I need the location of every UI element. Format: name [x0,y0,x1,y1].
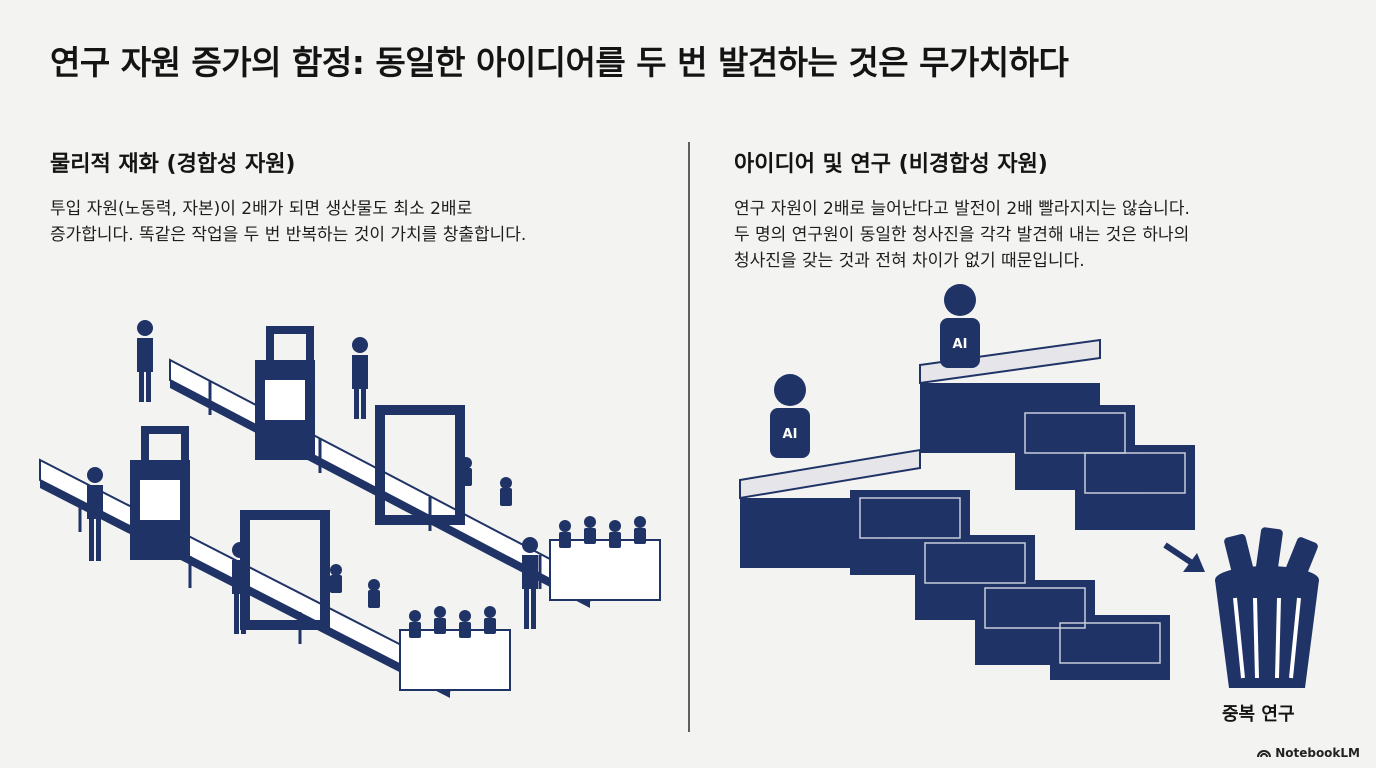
duplicate-research-label: 중복 연구 [1222,704,1295,725]
left-description: 투입 자원(노동력, 자본)이 2배가 되면 생산물도 최소 2배로 증가합니다… [50,196,670,248]
trash-bin-icon [1215,527,1319,688]
factory-worker [87,320,538,634]
branding: NotebookLM [1257,746,1360,760]
assembly-machine [130,326,315,560]
blueprint-stack [850,405,1195,680]
robot-crate-stack [399,516,661,691]
left-body-line: 투입 자원(노동력, 자본)이 2배가 되면 생산물도 최소 2배로 [50,199,473,219]
discard-arrow [1163,542,1205,572]
robot-products [330,457,512,608]
branding-text: NotebookLM [1275,746,1360,760]
robot-badge: AI [953,337,968,352]
right-section: 아이디어 및 연구 (비경합성 자원) 연구 자원이 2배로 늘어난다고 발전이… [734,146,1354,274]
right-body-line: 청사진을 갖는 것과 전혀 차이가 없기 때문입니다. [734,251,1085,271]
ai-robot-researcher: AI AI [770,284,980,458]
right-body-line: 연구 자원이 2배로 늘어난다고 발전이 2배 빨라지지는 않습니다. [734,199,1190,219]
left-body-line: 증가합니다. 똑같은 작업을 두 번 반복하는 것이 가치를 창출합니다. [50,225,527,245]
left-heading: 물리적 재화 (경합성 자원) [50,152,296,177]
right-description: 연구 자원이 2배로 늘어난다고 발전이 2배 빨라지지는 않습니다. 두 명의… [734,196,1354,274]
left-section: 물리적 재화 (경합성 자원) 투입 자원(노동력, 자본)이 2배가 되면 생… [50,146,670,248]
page-title: 연구 자원 증가의 함정: 동일한 아이디어를 두 번 발견하는 것은 무가치하… [50,43,1069,82]
section-divider [688,142,690,732]
factory-illustration [39,320,661,698]
right-body-line: 두 명의 연구원이 동일한 청사진을 각각 발견해 내는 것은 하나의 [734,225,1190,245]
robot-badge: AI [783,427,798,442]
right-heading: 아이디어 및 연구 (비경합성 자원) [734,152,1048,177]
notebooklm-logo-icon [1257,750,1272,758]
research-illustration: AI AI [739,284,1319,688]
